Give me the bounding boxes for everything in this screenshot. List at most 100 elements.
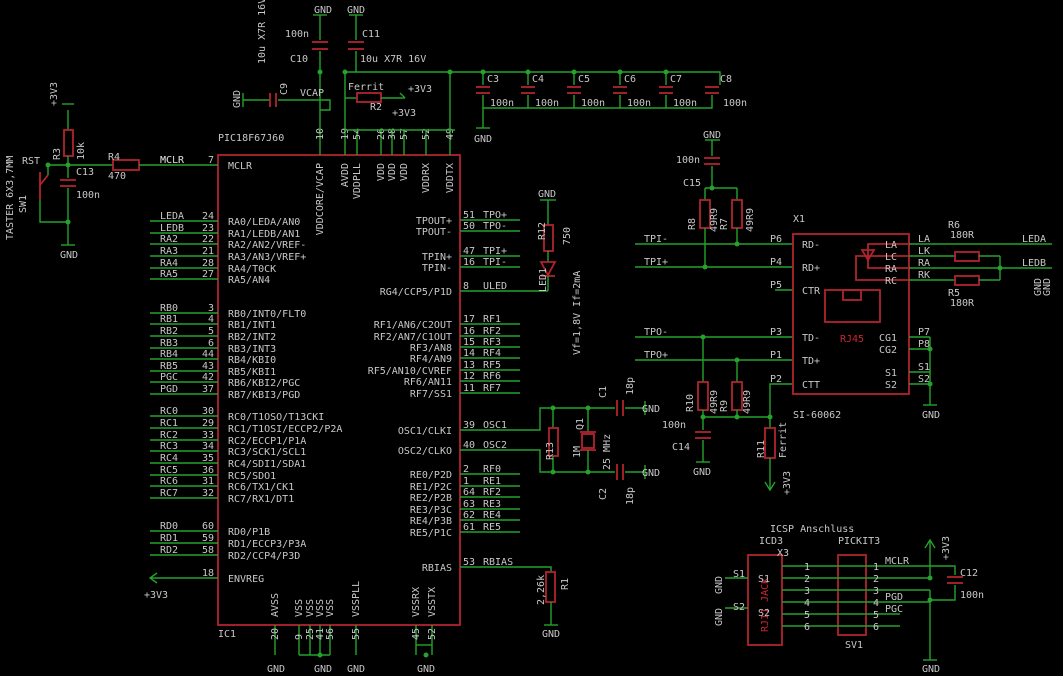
gnd-label: GND bbox=[642, 404, 660, 415]
supply-rail bbox=[345, 71, 721, 85]
c14-label: C14 bbox=[672, 442, 690, 453]
junction-dot bbox=[585, 405, 591, 411]
net-label: RD0 bbox=[160, 521, 178, 532]
si-label: SI-60062 bbox=[793, 410, 841, 421]
ferrit-label: Ferrit bbox=[348, 82, 384, 93]
pin-label: TPOUT- bbox=[416, 227, 452, 238]
junction-dot bbox=[65, 219, 71, 225]
pin-label: RA1/LEDB/AN1 bbox=[228, 229, 300, 240]
pin-label: RE4/P3B bbox=[410, 516, 452, 527]
x3-pin-number: 5 bbox=[804, 610, 810, 621]
x3-pin-number: 1 bbox=[804, 562, 810, 573]
net-label: RF0 bbox=[483, 464, 501, 475]
pin-label: RB6/KBI2/PGC bbox=[228, 378, 300, 389]
pin-label: RE1/P2C bbox=[410, 482, 452, 493]
ledb-net: LEDB bbox=[1022, 258, 1046, 269]
c10-label: C10 bbox=[290, 54, 308, 65]
net-label: ULED bbox=[483, 281, 507, 292]
rj45-label: RJ45 bbox=[840, 334, 864, 345]
net-label: RF6 bbox=[483, 371, 501, 382]
net-label: RC5 bbox=[160, 465, 178, 476]
net-label: RC2 bbox=[160, 430, 178, 441]
net-label: RBIAS bbox=[483, 557, 513, 568]
r12-label: R12 bbox=[537, 222, 548, 240]
pin-number: 38 bbox=[387, 128, 398, 140]
net-label: RD1 bbox=[160, 533, 178, 544]
c11-value: 10u X7R 16V bbox=[360, 54, 426, 65]
rj11-label: RJ11 JACK bbox=[760, 578, 771, 632]
r13-label: R13 bbox=[545, 442, 556, 460]
pin-number: 1 bbox=[463, 476, 469, 487]
pin-label: VDDTX bbox=[445, 163, 456, 193]
led1-label: LED1 bbox=[538, 268, 549, 292]
net-label: PGD bbox=[160, 384, 178, 395]
net-label: RA2 bbox=[160, 234, 178, 245]
net-label: RE5 bbox=[483, 522, 501, 533]
q1-value: 25 MHz bbox=[602, 434, 613, 470]
x1-pin-right: LK bbox=[918, 246, 930, 257]
x3-pin-number: 2 bbox=[804, 574, 810, 585]
r5-label: R5 bbox=[948, 288, 960, 299]
net-label: RC4 bbox=[160, 453, 178, 464]
x1-inner-right: CG1 bbox=[879, 333, 897, 344]
pin-number: 33 bbox=[202, 430, 214, 441]
oscillator-circuit bbox=[460, 400, 646, 480]
c13-value: 100n bbox=[76, 190, 100, 201]
pin-label: RC7/RX1/DT1 bbox=[228, 494, 294, 505]
r9-value: 49R9 bbox=[742, 390, 753, 414]
pin-number: 19 bbox=[340, 128, 351, 140]
tpi-plus-net: TPI+ bbox=[644, 257, 668, 268]
pin-label: VSS bbox=[294, 599, 305, 617]
r7-value: 49R9 bbox=[745, 208, 756, 232]
pin-label: RF5/AN10/CVREF bbox=[368, 366, 452, 377]
pin-number: 51 bbox=[463, 210, 475, 221]
pin-number: 16 bbox=[463, 257, 475, 268]
c11-capacitor bbox=[348, 15, 364, 72]
pin-label: RD0/P1B bbox=[228, 527, 270, 538]
pin-number: 11 bbox=[463, 383, 475, 394]
pin-number: 40 bbox=[463, 440, 475, 451]
pin-number: 25 bbox=[305, 628, 316, 640]
icsp-title: ICSP Anschluss bbox=[770, 524, 854, 535]
pin-number: 30 bbox=[202, 406, 214, 417]
pin-label: RB5/KBI1 bbox=[228, 367, 276, 378]
net-label: RF2 bbox=[483, 326, 501, 337]
v33-label: +3V3 bbox=[49, 82, 60, 106]
c12-label: C12 bbox=[960, 568, 978, 579]
gnd-label: GND bbox=[714, 576, 725, 594]
junction-dot bbox=[734, 414, 740, 420]
gnd-label: GND bbox=[1033, 278, 1044, 296]
net-label: MCLR bbox=[160, 155, 185, 166]
pin-number: 15 bbox=[463, 337, 475, 348]
pin-label: RF2/AN7/C1OUT bbox=[374, 332, 452, 343]
q1-label: Q1 bbox=[575, 418, 586, 430]
x1-pin-left: P1 bbox=[770, 350, 782, 361]
c6-value: 100n bbox=[627, 98, 651, 109]
pin-number: 8 bbox=[463, 281, 469, 292]
pin-label: RB1/INT1 bbox=[228, 320, 276, 331]
gnd-label: GND bbox=[347, 5, 365, 16]
ic1-group: PIC18F67J60IC17MCLRMCLR24RA0/LEDA/AN0LED… bbox=[150, 128, 520, 656]
pin-number: 63 bbox=[463, 499, 475, 510]
pin-number: 4 bbox=[208, 314, 214, 325]
pin-number: 13 bbox=[463, 360, 475, 371]
pin-label: VSS bbox=[315, 599, 326, 617]
pin-label: TPIN- bbox=[422, 263, 452, 274]
pin-number: 62 bbox=[463, 510, 475, 521]
r11-label: R11 bbox=[756, 440, 767, 458]
pin-number: 28 bbox=[202, 258, 214, 269]
pin-number: 10 bbox=[315, 128, 326, 140]
sv1-pin-number: 4 bbox=[873, 598, 879, 609]
pin-number: 39 bbox=[463, 420, 475, 431]
junction-dot bbox=[480, 69, 486, 75]
